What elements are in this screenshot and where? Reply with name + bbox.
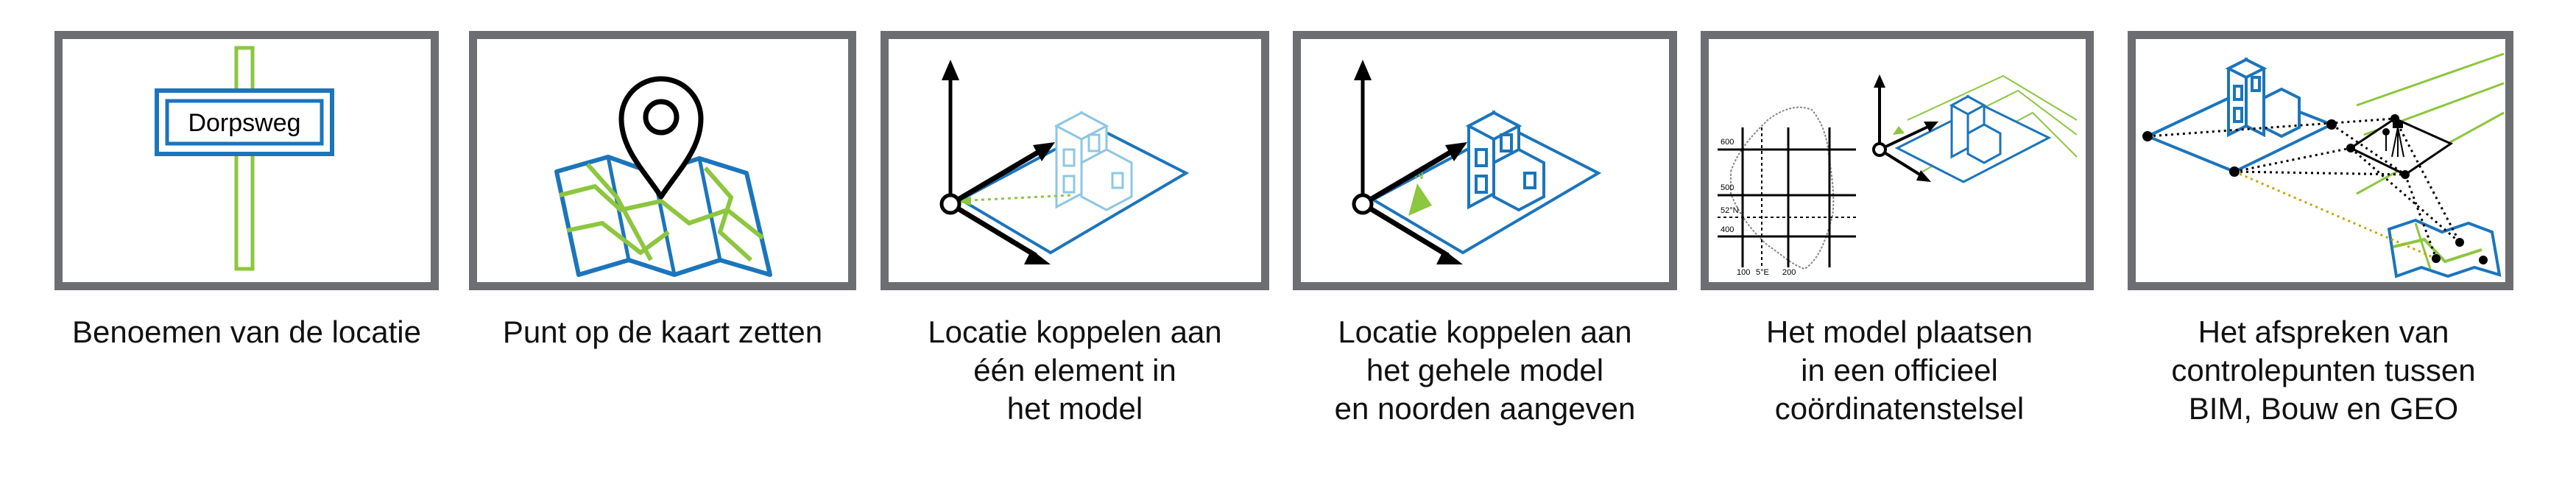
sign-text: Dorpsweg	[188, 109, 300, 137]
axes-single-building-icon	[939, 60, 1190, 264]
step-6-panel	[2128, 31, 2513, 290]
step-5-panel: 600 500 52°N 400 100 5°E 200	[1701, 31, 2094, 290]
step-1-panel: Dorpsweg	[54, 31, 439, 290]
grid-label: 52°N	[1721, 206, 1739, 215]
step-3-panel	[881, 31, 1269, 290]
grid-label: 400	[1721, 225, 1734, 234]
map-pin-icon	[554, 76, 772, 277]
survey-control-points-icon	[2142, 52, 2505, 278]
grid-label: 600	[1721, 138, 1734, 147]
grid-label: 5°E	[1756, 268, 1769, 277]
grid-label: 500	[1721, 183, 1734, 192]
step-1-caption: Benoemen van de locatie	[72, 315, 421, 349]
step-2-panel	[469, 31, 856, 290]
grid-label: 100	[1737, 268, 1750, 277]
axes-model-north-icon: N	[1352, 60, 1602, 264]
street-sign-icon: Dorpsweg	[155, 46, 334, 271]
step-4-caption: Locatie koppelen aan het gehele model en…	[1334, 315, 1636, 426]
step-2-caption: Punt op de kaart zetten	[502, 315, 823, 349]
step-3-caption: Locatie koppelen aan één element in het …	[928, 315, 1222, 426]
step-4-panel: N	[1293, 31, 1677, 290]
grid-label: 200	[1782, 268, 1796, 277]
coordinate-system-map-icon: 600 500 52°N 400 100 5°E 200	[1718, 74, 2078, 277]
step-6-caption: Het afspreken van controlepunten tussen …	[2171, 315, 2476, 426]
step-5-caption: Het model plaatsen in een officieel coör…	[1766, 315, 2033, 426]
